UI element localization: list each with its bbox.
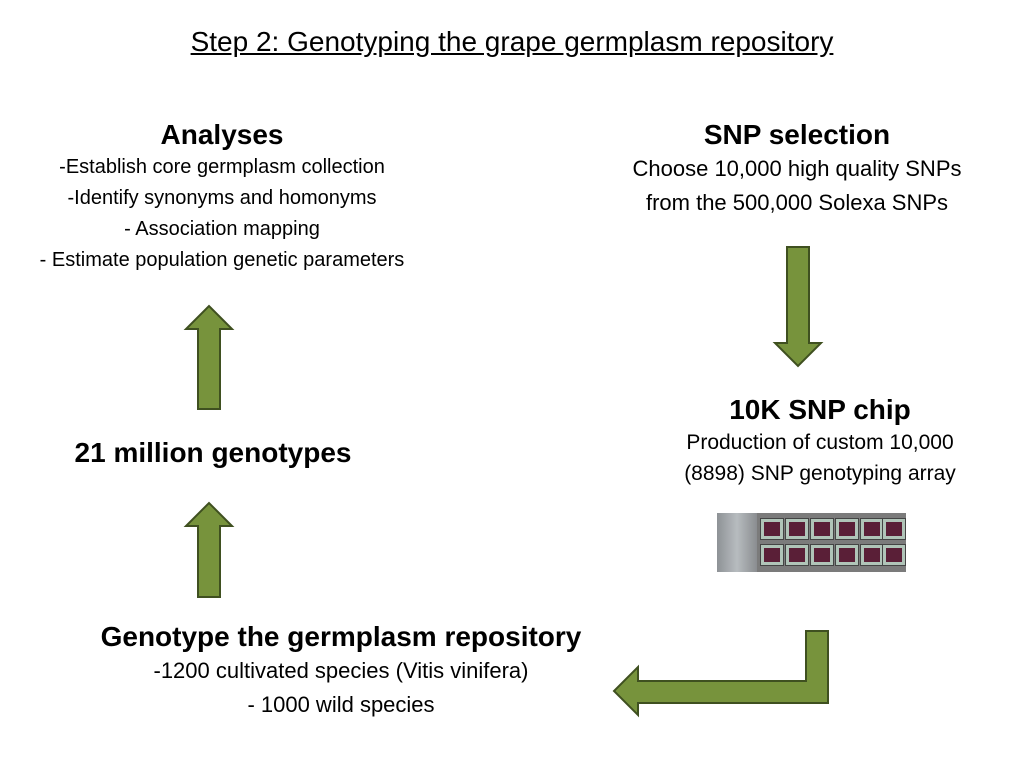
- snp-chip-heading: 10K SNP chip: [729, 394, 911, 425]
- down-arrow-icon: [772, 246, 824, 368]
- snp-selection-line: from the 500,000 Solexa SNPs: [645, 190, 949, 215]
- snp-selection-line: Choose 10,000 high quality SNPs: [632, 156, 962, 181]
- snp-chip-block: 10K SNP chip Production of custom 10,000…: [640, 393, 1000, 489]
- up-arrow-icon: [183, 304, 235, 410]
- snp-chip-line: (8898) SNP genotyping array: [684, 462, 956, 485]
- analyses-block: Analyses -Establish core germplasm colle…: [0, 118, 444, 276]
- analyses-item: - Association mapping: [124, 218, 320, 240]
- analyses-item: -Identify synonyms and homonyms: [67, 187, 377, 209]
- snp-chip-image: [717, 513, 906, 572]
- slide-title: Step 2: Genotyping the grape germplasm r…: [190, 26, 834, 57]
- analyses-heading: Analyses: [160, 119, 284, 150]
- snp-selection-block: SNP selection Choose 10,000 high quality…: [590, 118, 1004, 220]
- repository-line: -1200 cultivated species (Vitis vinifera…: [153, 658, 529, 683]
- analyses-item: -Establish core germplasm collection: [59, 156, 385, 178]
- genotypes-heading: 21 million genotypes: [74, 437, 352, 468]
- repository-block: Genotype the germplasm repository -1200 …: [60, 620, 622, 722]
- repository-line: - 1000 wild species: [247, 692, 435, 717]
- snp-chip-line: Production of custom 10,000: [686, 431, 954, 454]
- bent-arrow-icon: [612, 630, 829, 718]
- up-arrow-icon: [183, 501, 235, 598]
- chip-barcode-strip: [717, 513, 757, 572]
- repository-heading: Genotype the germplasm repository: [100, 621, 582, 652]
- analyses-item: - Estimate population genetic parameters: [39, 249, 405, 271]
- snp-selection-heading: SNP selection: [703, 119, 891, 150]
